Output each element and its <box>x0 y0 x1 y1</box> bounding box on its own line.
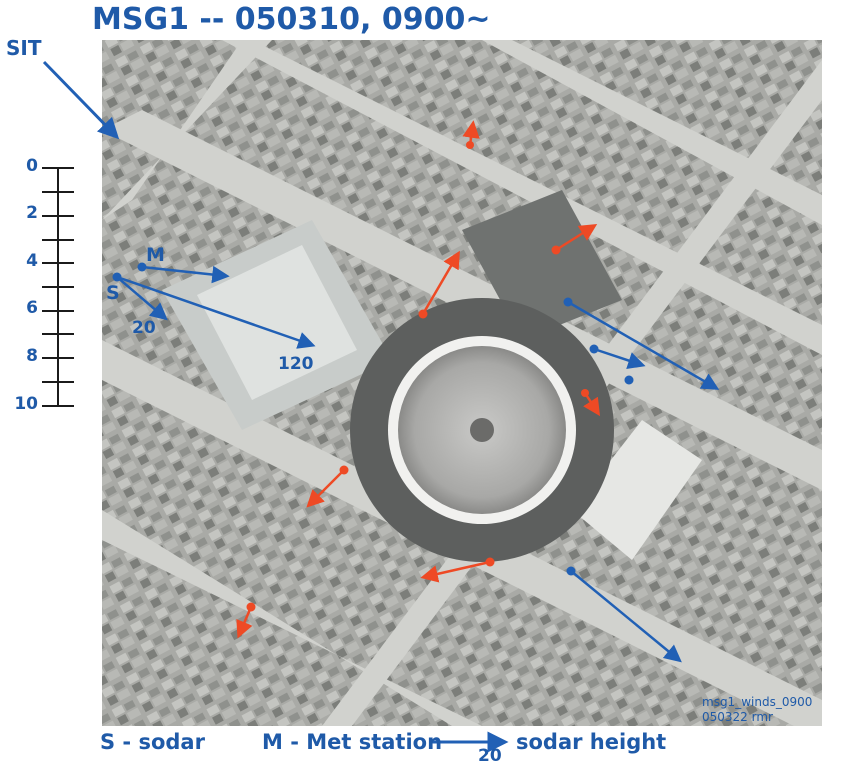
white-building <box>572 420 702 560</box>
sodar-120-label: 120 <box>278 354 314 374</box>
red-wind-vectors <box>236 120 601 639</box>
sodar-20-label: 20 <box>132 318 156 338</box>
red-station-7-arrow <box>236 606 253 639</box>
red-station-6-arrow <box>420 560 491 583</box>
blue-wind-vectors <box>112 262 720 663</box>
scale-tick-10: 10 <box>14 394 38 414</box>
sodar-arrow-20 <box>116 276 168 321</box>
scale-tick-6: 6 <box>26 298 38 318</box>
scale-tick-4: 4 <box>26 251 38 271</box>
legend-sodar-height: sodar height <box>516 730 667 754</box>
sodar-label: S <box>106 282 120 304</box>
site-label: SIT <box>6 36 42 60</box>
site-pointer-arrow <box>42 60 120 140</box>
met-arrow <box>141 265 230 284</box>
station-south-arrow <box>570 570 682 663</box>
red-station-3-arrow <box>421 250 460 315</box>
credit-date-author: 050322 rmr <box>702 710 773 724</box>
station-east-arrow <box>567 300 720 390</box>
station-mid2-marker <box>624 375 634 385</box>
red-station-5-arrow <box>306 469 345 508</box>
red-station-4-arrow <box>583 392 601 417</box>
red-station-2-arrow <box>555 223 598 252</box>
scale-tick-0: 0 <box>26 156 38 176</box>
convention-roof <box>197 245 357 400</box>
legend-height-value: 20 <box>478 746 502 766</box>
red-station-1-arrow <box>462 120 480 146</box>
legend-sodar: S - sodar <box>100 730 205 754</box>
sodar-arrow-120 <box>116 275 316 349</box>
legend-met-station: M - Met station <box>262 730 443 754</box>
map-title: MSG1 -- 050310, 0900~ <box>92 2 491 37</box>
height-scale <box>42 167 74 407</box>
met-station-label: M <box>146 244 165 266</box>
credit-filename: msg1_winds_0900 <box>702 695 813 709</box>
scale-tick-8: 8 <box>26 346 38 366</box>
station-mid-arrow <box>593 347 646 369</box>
aerial-map <box>102 40 822 726</box>
scale-tick-2: 2 <box>26 203 38 223</box>
arena-center <box>470 418 494 442</box>
